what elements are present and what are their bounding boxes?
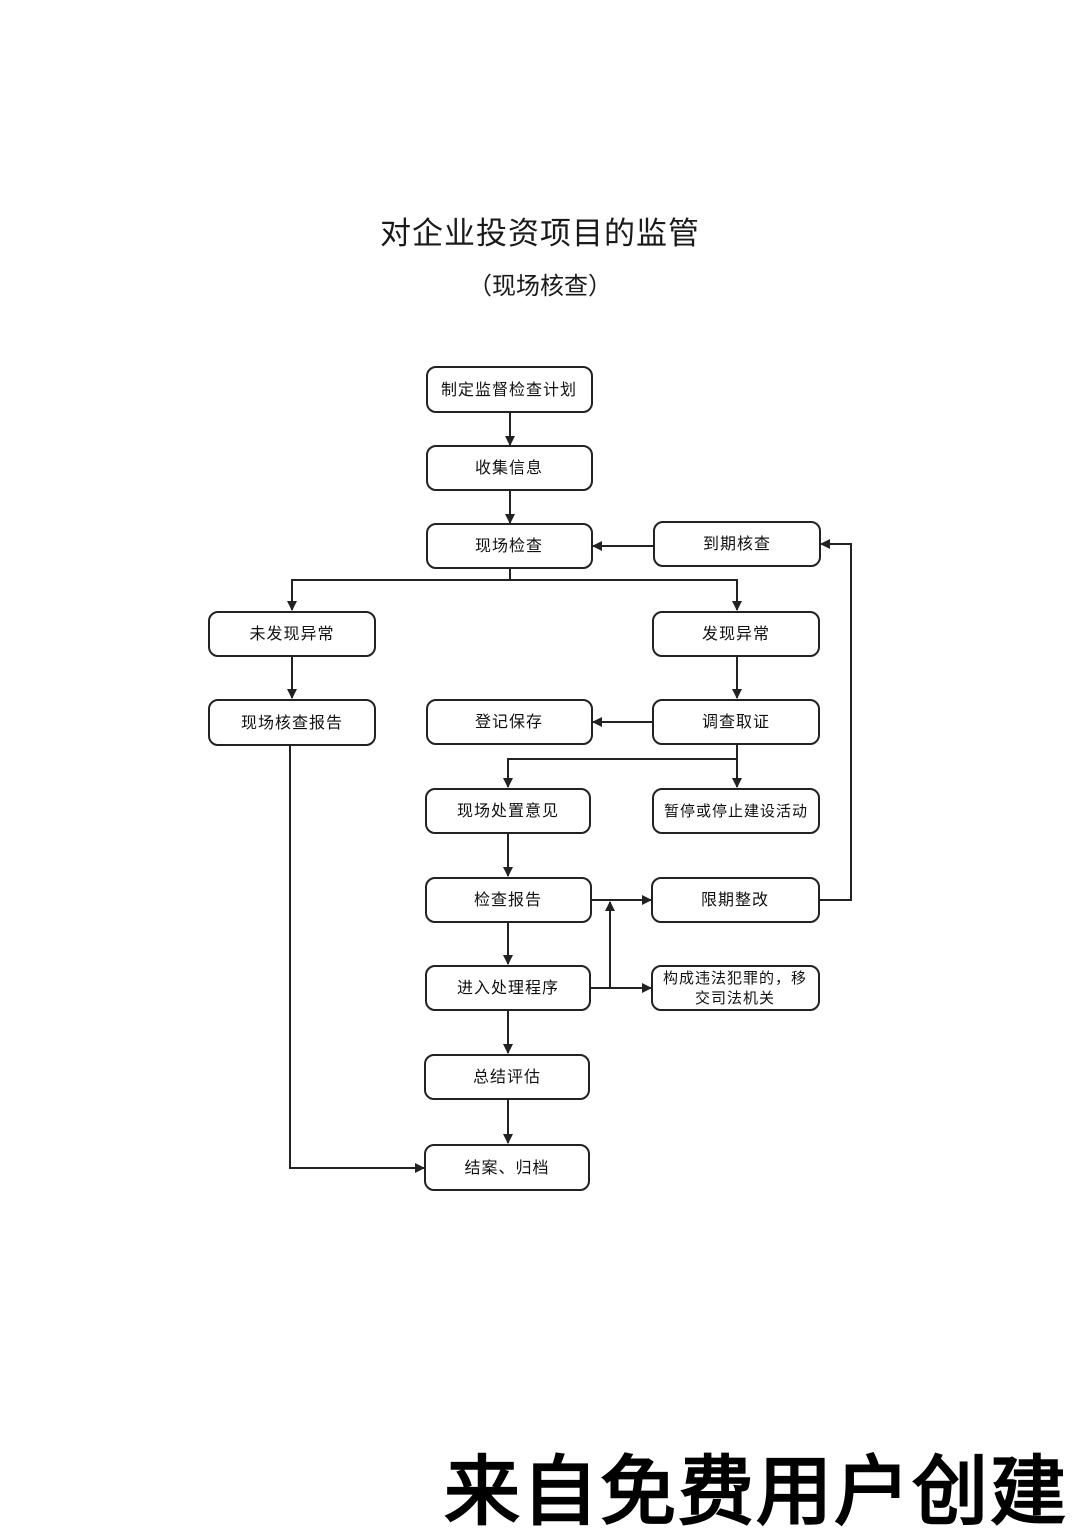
- node-close-archive: 结案、归档: [424, 1144, 590, 1191]
- node-summary-label: 总结评估: [473, 1067, 541, 1086]
- node-inspection-report-label: 现场核查报告: [241, 713, 343, 732]
- node-investigate-label: 调查取证: [702, 712, 770, 731]
- node-process: 进入处理程序: [425, 965, 591, 1011]
- node-site-opinion: 现场处置意见: [425, 788, 591, 834]
- arrow-rectify-to-due: [819, 539, 852, 901]
- watermark: 来自免费用户创建: [444, 1447, 1068, 1536]
- node-process-label: 进入处理程序: [457, 978, 559, 997]
- node-transfer-label-line1: 构成违法犯罪的，移: [663, 969, 807, 987]
- node-transfer: 构成违法犯罪的，移 交司法机关: [651, 965, 820, 1011]
- node-make-plan-label: 制定监督检查计划: [441, 380, 577, 399]
- node-suspend: 暂停或停止建设活动: [652, 788, 820, 834]
- node-site-opinion-label: 现场处置意见: [457, 801, 559, 820]
- node-due-review-label: 到期核查: [703, 534, 771, 553]
- node-anomaly-found-label: 发现异常: [702, 624, 770, 643]
- node-no-anomaly: 未发现异常: [208, 611, 376, 657]
- node-close-archive-label: 结案、归档: [464, 1158, 549, 1177]
- node-inspection-report: 现场核查报告: [208, 699, 376, 746]
- node-register-save-label: 登记保存: [475, 712, 543, 731]
- node-due-review: 到期核查: [653, 521, 821, 567]
- node-anomaly-found: 发现异常: [652, 611, 820, 657]
- node-collect-info-label: 收集信息: [475, 458, 543, 477]
- node-check-report: 检查报告: [425, 877, 592, 923]
- arrow-investigate-to-opinion: [503, 744, 738, 788]
- node-site-inspection-label: 现场检查: [475, 536, 543, 555]
- page-title: 对企业投资项目的监管: [380, 216, 700, 252]
- arrow-site-to-anomaly: [510, 579, 742, 611]
- node-investigate: 调查取证: [652, 699, 820, 745]
- node-make-plan: 制定监督检查计划: [426, 366, 593, 413]
- node-rectify: 限期整改: [651, 877, 820, 923]
- node-site-inspection: 现场检查: [426, 523, 593, 569]
- node-check-report-label: 检查报告: [474, 890, 542, 909]
- connectors: [287, 412, 852, 1173]
- node-summary: 总结评估: [424, 1054, 590, 1100]
- node-collect-info: 收集信息: [426, 445, 593, 491]
- page-subtitle: （现场核查）: [468, 272, 612, 300]
- node-no-anomaly-label: 未发现异常: [249, 624, 334, 643]
- arrow-report-to-archive: [289, 745, 425, 1173]
- node-register-save: 登记保存: [426, 699, 593, 745]
- arrow-site-to-no-anomaly: [287, 568, 511, 611]
- node-transfer-label-line2: 交司法机关: [695, 989, 775, 1007]
- node-rectify-label: 限期整改: [701, 890, 769, 909]
- node-suspend-label: 暂停或停止建设活动: [664, 802, 808, 820]
